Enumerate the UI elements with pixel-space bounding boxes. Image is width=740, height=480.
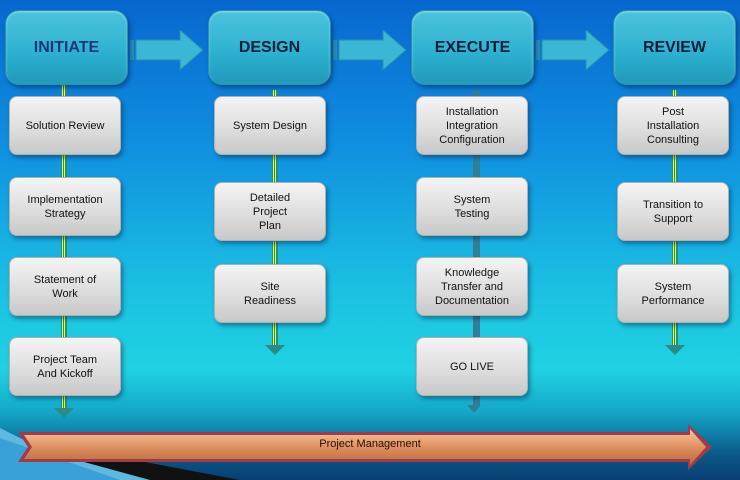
step-installation: Installation Integration Configuration (416, 96, 528, 155)
arrow-down-icon (467, 405, 481, 413)
connector-line (61, 85, 67, 410)
step-site-readiness: Site Readiness (214, 264, 326, 323)
step-solution-review: Solution Review (9, 96, 121, 155)
step-statement-of-work: Statement of Work (9, 257, 121, 316)
step-post-installation: Post Installation Consulting (617, 96, 729, 155)
phase-design: DESIGN (208, 10, 331, 85)
step-system-performance: System Performance (617, 264, 729, 323)
step-system-design: System Design (214, 96, 326, 155)
arrow-right-icon (130, 30, 204, 70)
phase-review: REVIEW (613, 10, 736, 85)
project-management-label: Project Management (319, 438, 421, 450)
step-project-team-kickoff: Project Team And Kickoff (9, 337, 121, 396)
step-system-testing: System Testing (416, 177, 528, 236)
step-go-live: GO LIVE (416, 337, 528, 396)
phase-execute: EXECUTE (411, 10, 534, 85)
phase-initiate: INITIATE (5, 10, 128, 85)
step-transition-support: Transition to Support (617, 182, 729, 241)
project-management-arrow (18, 424, 712, 470)
step-implementation-strategy: Implementation Strategy (9, 177, 121, 236)
arrow-right-icon (536, 30, 610, 70)
arrow-down-icon (265, 345, 285, 355)
step-knowledge-transfer: Knowledge Transfer and Documentation (416, 257, 528, 316)
step-detailed-project-plan: Detailed Project Plan (214, 182, 326, 241)
arrow-right-icon (333, 30, 407, 70)
arrow-down-icon (665, 345, 685, 355)
arrow-down-icon (54, 408, 74, 418)
connector-line (473, 90, 480, 406)
